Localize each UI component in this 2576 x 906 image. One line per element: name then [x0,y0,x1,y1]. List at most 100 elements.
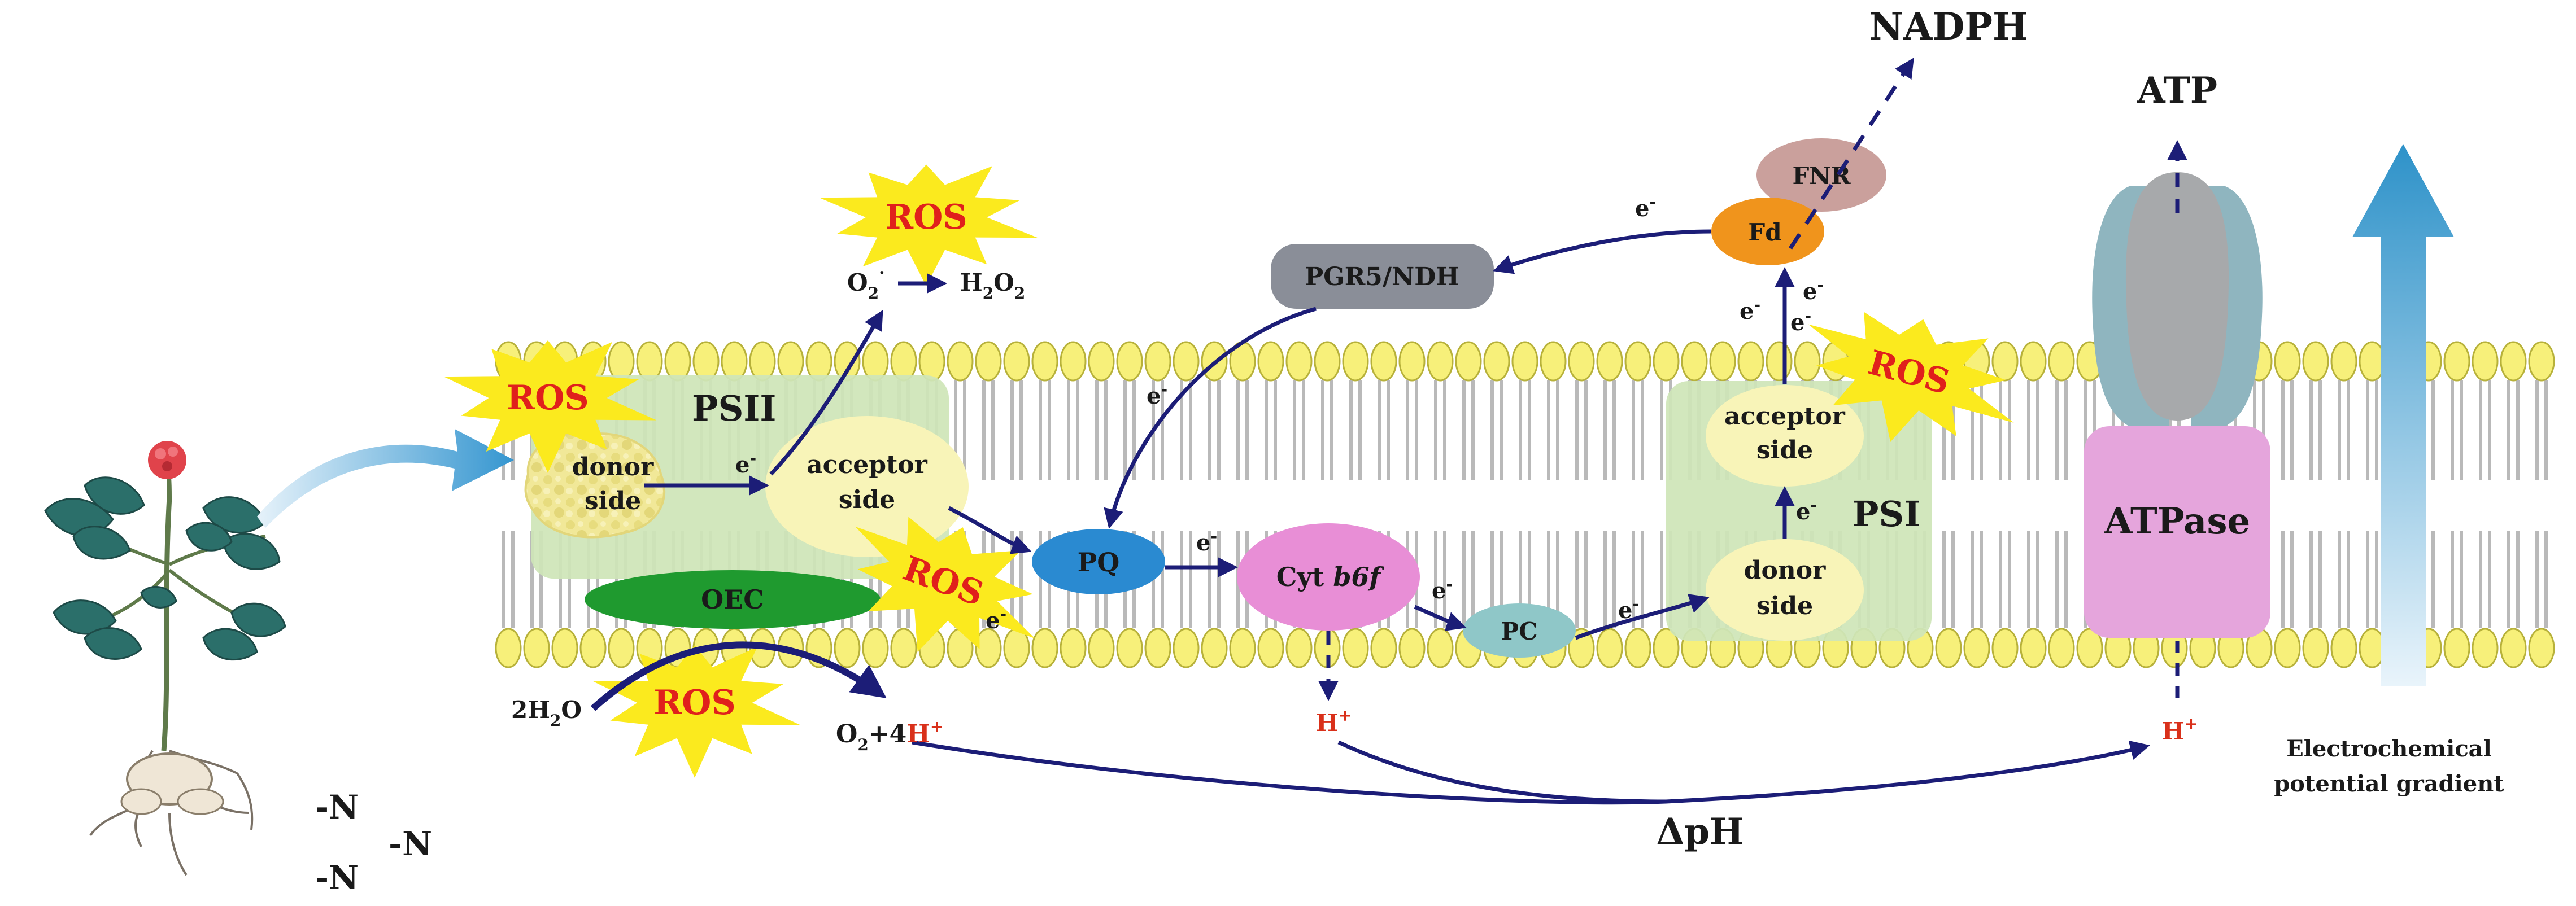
lipid-head [918,341,945,382]
lipid-head [1427,341,1454,382]
lipid-head [1116,341,1143,382]
pc [1463,603,1576,658]
lipid-head [1455,341,1482,382]
acceptor-to-pq-arrow [948,506,1032,554]
lipid-head [1991,341,2019,382]
lipid-head [947,341,974,382]
lipid-head [1031,628,1058,668]
pq [1032,529,1165,594]
electron-label-fd-pgr5: e- [1635,192,1656,222]
lipid-head [1370,341,1397,382]
pgr5-ndh-label: PGR5/NDH [1305,262,1459,291]
hydrogen-peroxide-label: H2O2 [960,269,1025,303]
superoxide-label: O2· [847,263,885,303]
lipid-head [1173,628,1200,668]
lipid-head [1201,628,1228,668]
water-label: 2H2O [511,696,582,730]
lipid-head [975,628,1002,668]
lipid-head [1624,341,1651,382]
pq-label: PQ [1078,547,1120,577]
lipid-head [2020,341,2047,382]
lipid-head [1285,628,1313,668]
lipid-head [2302,628,2329,668]
psi-donor-side [1706,539,1864,641]
fd-to-pgr5-arrow [1493,229,1712,274]
lipid-head [1003,341,1030,382]
lipid-head [975,341,1002,382]
nadph-label: NADPH [1869,5,2028,49]
lipid-head [1144,628,1171,668]
lipid-head [1596,628,1623,668]
lipid-head [1031,341,1058,382]
lipid-head [2472,341,2499,382]
lipid-head [636,341,663,382]
lipid-head [1568,628,1595,668]
oec-label: OEC [701,584,764,615]
ros-star [1808,312,2014,442]
lipid-head [2076,628,2103,668]
lipid-head [1963,628,1990,668]
cyt-proton-to-delta-ph-arrow [1337,740,1667,804]
pgr5-ndh [1271,244,1494,309]
lipid-head [1257,341,1284,382]
fd-label: Fd [1748,218,1781,246]
lipid-head [2330,341,2357,382]
atp-label: ATP [2137,69,2217,112]
electron-label-pgr5-pq: e- [1147,380,1167,409]
b6f-label: b6f [1333,562,1384,592]
psi-acceptor-label-1: acceptor [1724,402,1846,431]
lipid-head [1427,628,1454,668]
lipid-head [1398,628,1426,668]
lipid-head [2500,341,2527,382]
lipid-head [749,341,776,382]
electron-label-pc-psi: e- [1618,594,1639,624]
lipid-head [777,341,804,382]
plant-to-membrane-arrow [257,429,514,528]
electron-label-pq-cyt: e- [1196,527,1217,556]
lipid-head [1624,628,1651,668]
pc-label: PC [1501,618,1537,645]
lipid-head [2048,341,2075,382]
cyt-b6f-label: Cyt b6f [1276,562,1385,592]
psii-donor-label-2: side [585,487,641,515]
lipid-head [805,341,832,382]
lipid-head [1060,628,1087,668]
lipid-head [579,628,607,668]
lipid-head [1370,628,1397,668]
gradient-label-line-2: potential gradient [2274,771,2504,797]
oec [585,570,881,629]
lipid-head [890,341,917,382]
lipid-head [692,341,720,382]
electron-label-psii: e- [735,449,756,478]
pgr5-to-pq-arrow [1104,307,1317,529]
cyt-b6f [1237,523,1420,631]
lipid-head [1398,341,1426,382]
psi-donor-label-1: donor [1744,556,1826,585]
lipid-head [2330,628,2357,668]
lipid-head [1483,341,1510,382]
cyt-label: Cyt [1276,562,1324,592]
lipid-head [834,628,861,668]
electrochemical-gradient-arrow [2352,144,2454,686]
lipid-head [721,341,748,382]
electron-label-psi-internal: e- [1796,496,1817,525]
lipid-head [1144,341,1171,382]
ros-star [443,340,657,473]
lipid-head [1173,341,1200,382]
lipid-head [1088,341,1115,382]
lipid-head [1285,341,1313,382]
psii-title: PSII [692,388,776,429]
lipid-head [1257,628,1284,668]
electron-label-psi-out-1: e- [1740,295,1760,325]
electron-arrows [590,58,2187,805]
atp-synthase-head [2125,172,2229,421]
lipid-head [2274,341,2301,382]
pc-to-psi-arrow [1575,594,1710,640]
lipid-head [2443,628,2470,668]
lipid-head [608,628,635,668]
psii-acceptor-side [765,416,969,557]
electron-label-psi-out-3: e- [1790,307,1811,336]
psii-acceptor-label-1: acceptor [807,450,928,479]
